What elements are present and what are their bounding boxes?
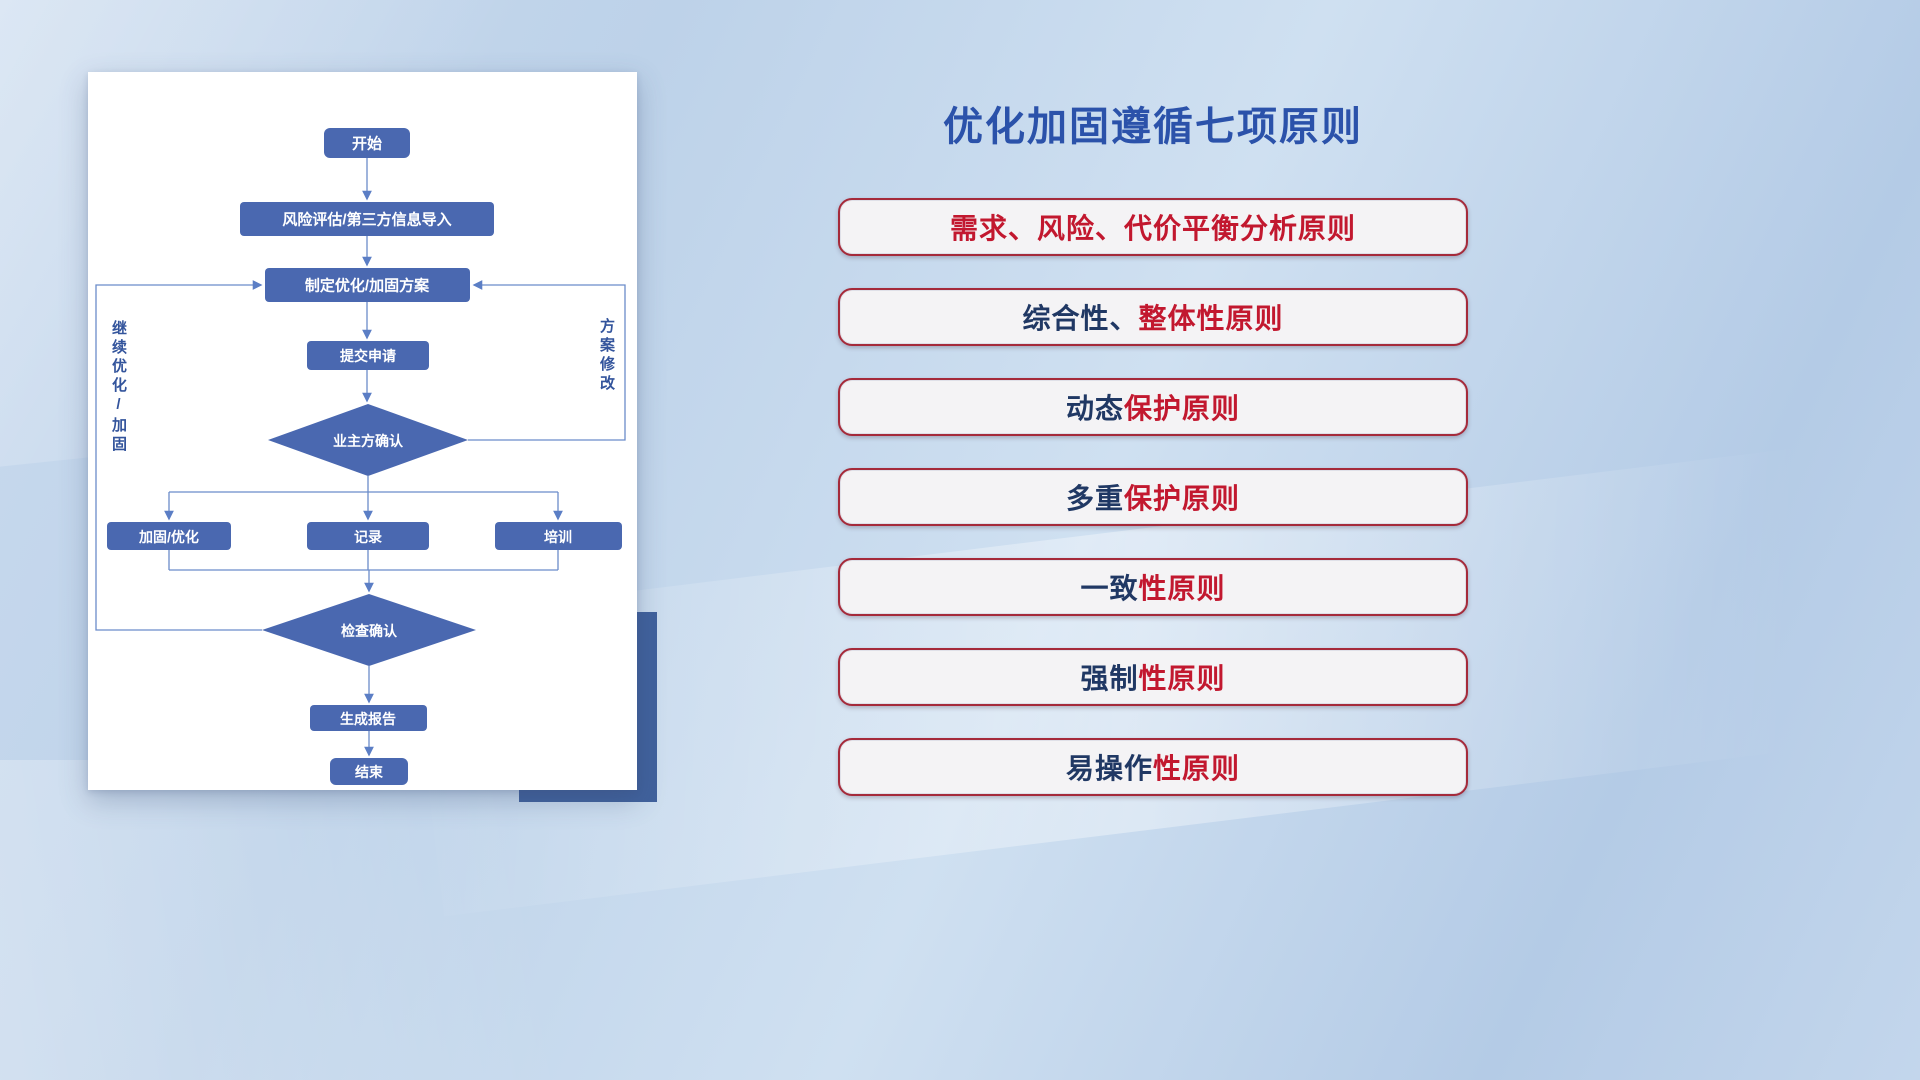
principle-7-text-navy: 易操作 bbox=[1065, 753, 1153, 784]
loop-label-plan-revision: 方案修改 bbox=[598, 318, 615, 394]
principle-5-text-red: 性原则 bbox=[1138, 573, 1226, 604]
flow-node-submit-label: 提交申请 bbox=[340, 348, 396, 364]
principle-2-text-navy: 综合性、 bbox=[1022, 303, 1139, 334]
flowchart-svg: 开始 风险评估/第三方信息导入 制定优化/加固方案 提交申请 业主方确认 加固/ bbox=[95, 128, 626, 785]
flow-node-owner-confirm: 业主方确认 bbox=[268, 404, 468, 476]
flow-node-start-label: 开始 bbox=[352, 135, 382, 153]
flow-node-record-label: 记录 bbox=[354, 529, 382, 545]
principle-4-text-red: 保护原则 bbox=[1124, 483, 1241, 514]
principle-3-text-navy: 动态 bbox=[1065, 393, 1124, 424]
flowchart-card: 继续优化/加固 方案修改 bbox=[88, 72, 637, 790]
principle-1-text-red: 需求、风险、代价平衡分析原则 bbox=[949, 213, 1356, 244]
flow-node-reinforce-label: 加固/优化 bbox=[138, 529, 199, 545]
flow-node-check-confirm-label: 检查确认 bbox=[341, 623, 398, 639]
flow-node-end-label: 结束 bbox=[355, 764, 384, 780]
flow-node-record: 记录 bbox=[307, 522, 429, 550]
flow-node-submit: 提交申请 bbox=[307, 341, 429, 370]
principle-pill-4: 多重保护原则 bbox=[838, 468, 1468, 526]
principle-7-text-red: 性原则 bbox=[1153, 753, 1241, 784]
principle-2-text-red: 整体性原则 bbox=[1138, 303, 1284, 334]
principle-6-text-red: 性原则 bbox=[1138, 663, 1226, 694]
flow-node-owner-confirm-label: 业主方确认 bbox=[333, 433, 404, 449]
background-highlight bbox=[0, 760, 800, 1080]
page-title: 优化加固遵循七项原则 bbox=[943, 105, 1363, 149]
flow-node-risk-import: 风险评估/第三方信息导入 bbox=[240, 202, 494, 236]
principle-list: 需求、风险、代价平衡分析原则 综合性、整体性原则 动态保护原则 多重保护原则 一… bbox=[838, 198, 1468, 796]
principle-5-text-navy: 一致 bbox=[1080, 573, 1139, 604]
flow-node-make-plan-label: 制定优化/加固方案 bbox=[305, 277, 430, 295]
principle-6-text-navy: 强制 bbox=[1080, 663, 1139, 694]
flow-node-reinforce: 加固/优化 bbox=[107, 522, 231, 550]
flow-node-check-confirm: 检查确认 bbox=[262, 594, 476, 666]
principle-pill-5: 一致性原则 bbox=[838, 558, 1468, 616]
flow-node-make-plan: 制定优化/加固方案 bbox=[265, 268, 470, 302]
loop-label-continue-optimize: 继续优化/加固 bbox=[110, 320, 127, 455]
flow-node-risk-import-label: 风险评估/第三方信息导入 bbox=[282, 211, 451, 229]
principle-3-text-red: 保护原则 bbox=[1124, 393, 1241, 424]
principle-4-text-navy: 多重 bbox=[1065, 483, 1124, 514]
principle-pill-1: 需求、风险、代价平衡分析原则 bbox=[838, 198, 1468, 256]
flow-node-training-label: 培训 bbox=[544, 529, 572, 545]
principle-pill-6: 强制性原则 bbox=[838, 648, 1468, 706]
flow-node-report-label: 生成报告 bbox=[340, 711, 396, 727]
flow-node-report: 生成报告 bbox=[310, 705, 427, 731]
flow-node-start: 开始 bbox=[324, 128, 410, 158]
flow-node-training: 培训 bbox=[495, 522, 622, 550]
principle-pill-7: 易操作性原则 bbox=[838, 738, 1468, 796]
flow-node-end: 结束 bbox=[330, 758, 408, 785]
principle-pill-3: 动态保护原则 bbox=[838, 378, 1468, 436]
principle-pill-2: 综合性、整体性原则 bbox=[838, 288, 1468, 346]
